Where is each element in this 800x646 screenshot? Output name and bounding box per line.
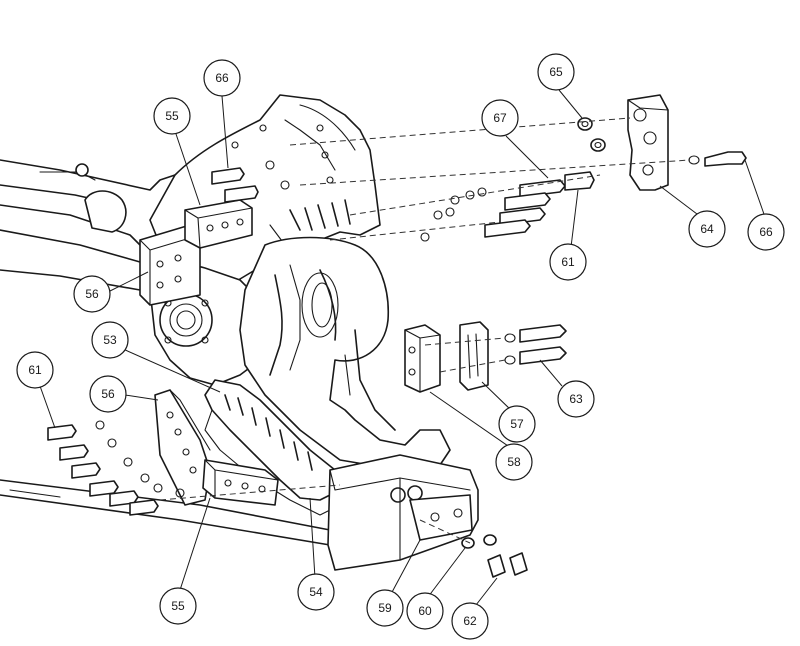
callout-55-upper: 55 bbox=[153, 97, 191, 135]
bar-55-lower bbox=[202, 459, 279, 506]
washers-60 bbox=[461, 534, 497, 549]
svg-text:55: 55 bbox=[165, 109, 179, 123]
bolts-63 bbox=[504, 324, 567, 365]
svg-text:63: 63 bbox=[569, 392, 583, 406]
svg-text:64: 64 bbox=[700, 222, 714, 236]
plate-56-upper bbox=[139, 224, 201, 306]
yoke-housing bbox=[239, 236, 451, 471]
svg-text:62: 62 bbox=[463, 614, 477, 628]
shim-57 bbox=[459, 321, 489, 391]
callout-67: 67 bbox=[481, 99, 519, 137]
callout-55-lower: 55 bbox=[159, 587, 197, 625]
svg-text:54: 54 bbox=[309, 585, 323, 599]
svg-text:61: 61 bbox=[28, 363, 42, 377]
bolts-61-lower bbox=[47, 420, 185, 516]
plate-56-lower bbox=[154, 389, 211, 506]
leader-lines bbox=[39, 89, 766, 606]
washers-65 bbox=[577, 117, 606, 152]
svg-text:56: 56 bbox=[101, 387, 115, 401]
svg-text:61: 61 bbox=[561, 255, 575, 269]
bracket-64 bbox=[627, 94, 669, 191]
svg-text:66: 66 bbox=[215, 71, 229, 85]
svg-text:65: 65 bbox=[549, 65, 563, 79]
svg-text:56: 56 bbox=[85, 287, 99, 301]
callout-62: 62 bbox=[451, 602, 489, 640]
svg-text:53: 53 bbox=[103, 333, 117, 347]
bolts-66-upper bbox=[211, 160, 290, 203]
callout-65: 65 bbox=[537, 53, 575, 91]
callout-56-upper: 56 bbox=[73, 275, 111, 313]
svg-text:57: 57 bbox=[510, 417, 524, 431]
spacer-58 bbox=[404, 324, 441, 393]
svg-text:59: 59 bbox=[378, 601, 392, 615]
svg-text:66: 66 bbox=[759, 225, 773, 239]
bolt-66-right bbox=[688, 151, 747, 167]
bolts-67-group bbox=[420, 171, 595, 242]
front-block bbox=[327, 454, 479, 571]
callout-56-lower: 56 bbox=[89, 375, 127, 413]
callout-60: 60 bbox=[406, 592, 444, 630]
screws-62 bbox=[487, 552, 528, 578]
svg-text:55: 55 bbox=[171, 599, 185, 613]
lower-frame-beam bbox=[0, 159, 331, 546]
callout-57: 57 bbox=[498, 405, 536, 443]
callout-58: 58 bbox=[495, 443, 533, 481]
callout-61-lower: 61 bbox=[16, 351, 54, 389]
svg-text:60: 60 bbox=[418, 604, 432, 618]
callout-66-right: 66 bbox=[747, 213, 785, 251]
callout-61-upper: 61 bbox=[549, 243, 587, 281]
callout-64: 64 bbox=[688, 210, 726, 248]
callout-66-upper: 66 bbox=[203, 59, 241, 97]
callout-53: 53 bbox=[91, 321, 129, 359]
assembly-lines bbox=[159, 117, 691, 544]
callout-59: 59 bbox=[366, 589, 404, 627]
callout-54: 54 bbox=[297, 573, 335, 611]
callout-63: 63 bbox=[557, 380, 595, 418]
svg-text:58: 58 bbox=[507, 455, 521, 469]
svg-text:67: 67 bbox=[493, 111, 507, 125]
